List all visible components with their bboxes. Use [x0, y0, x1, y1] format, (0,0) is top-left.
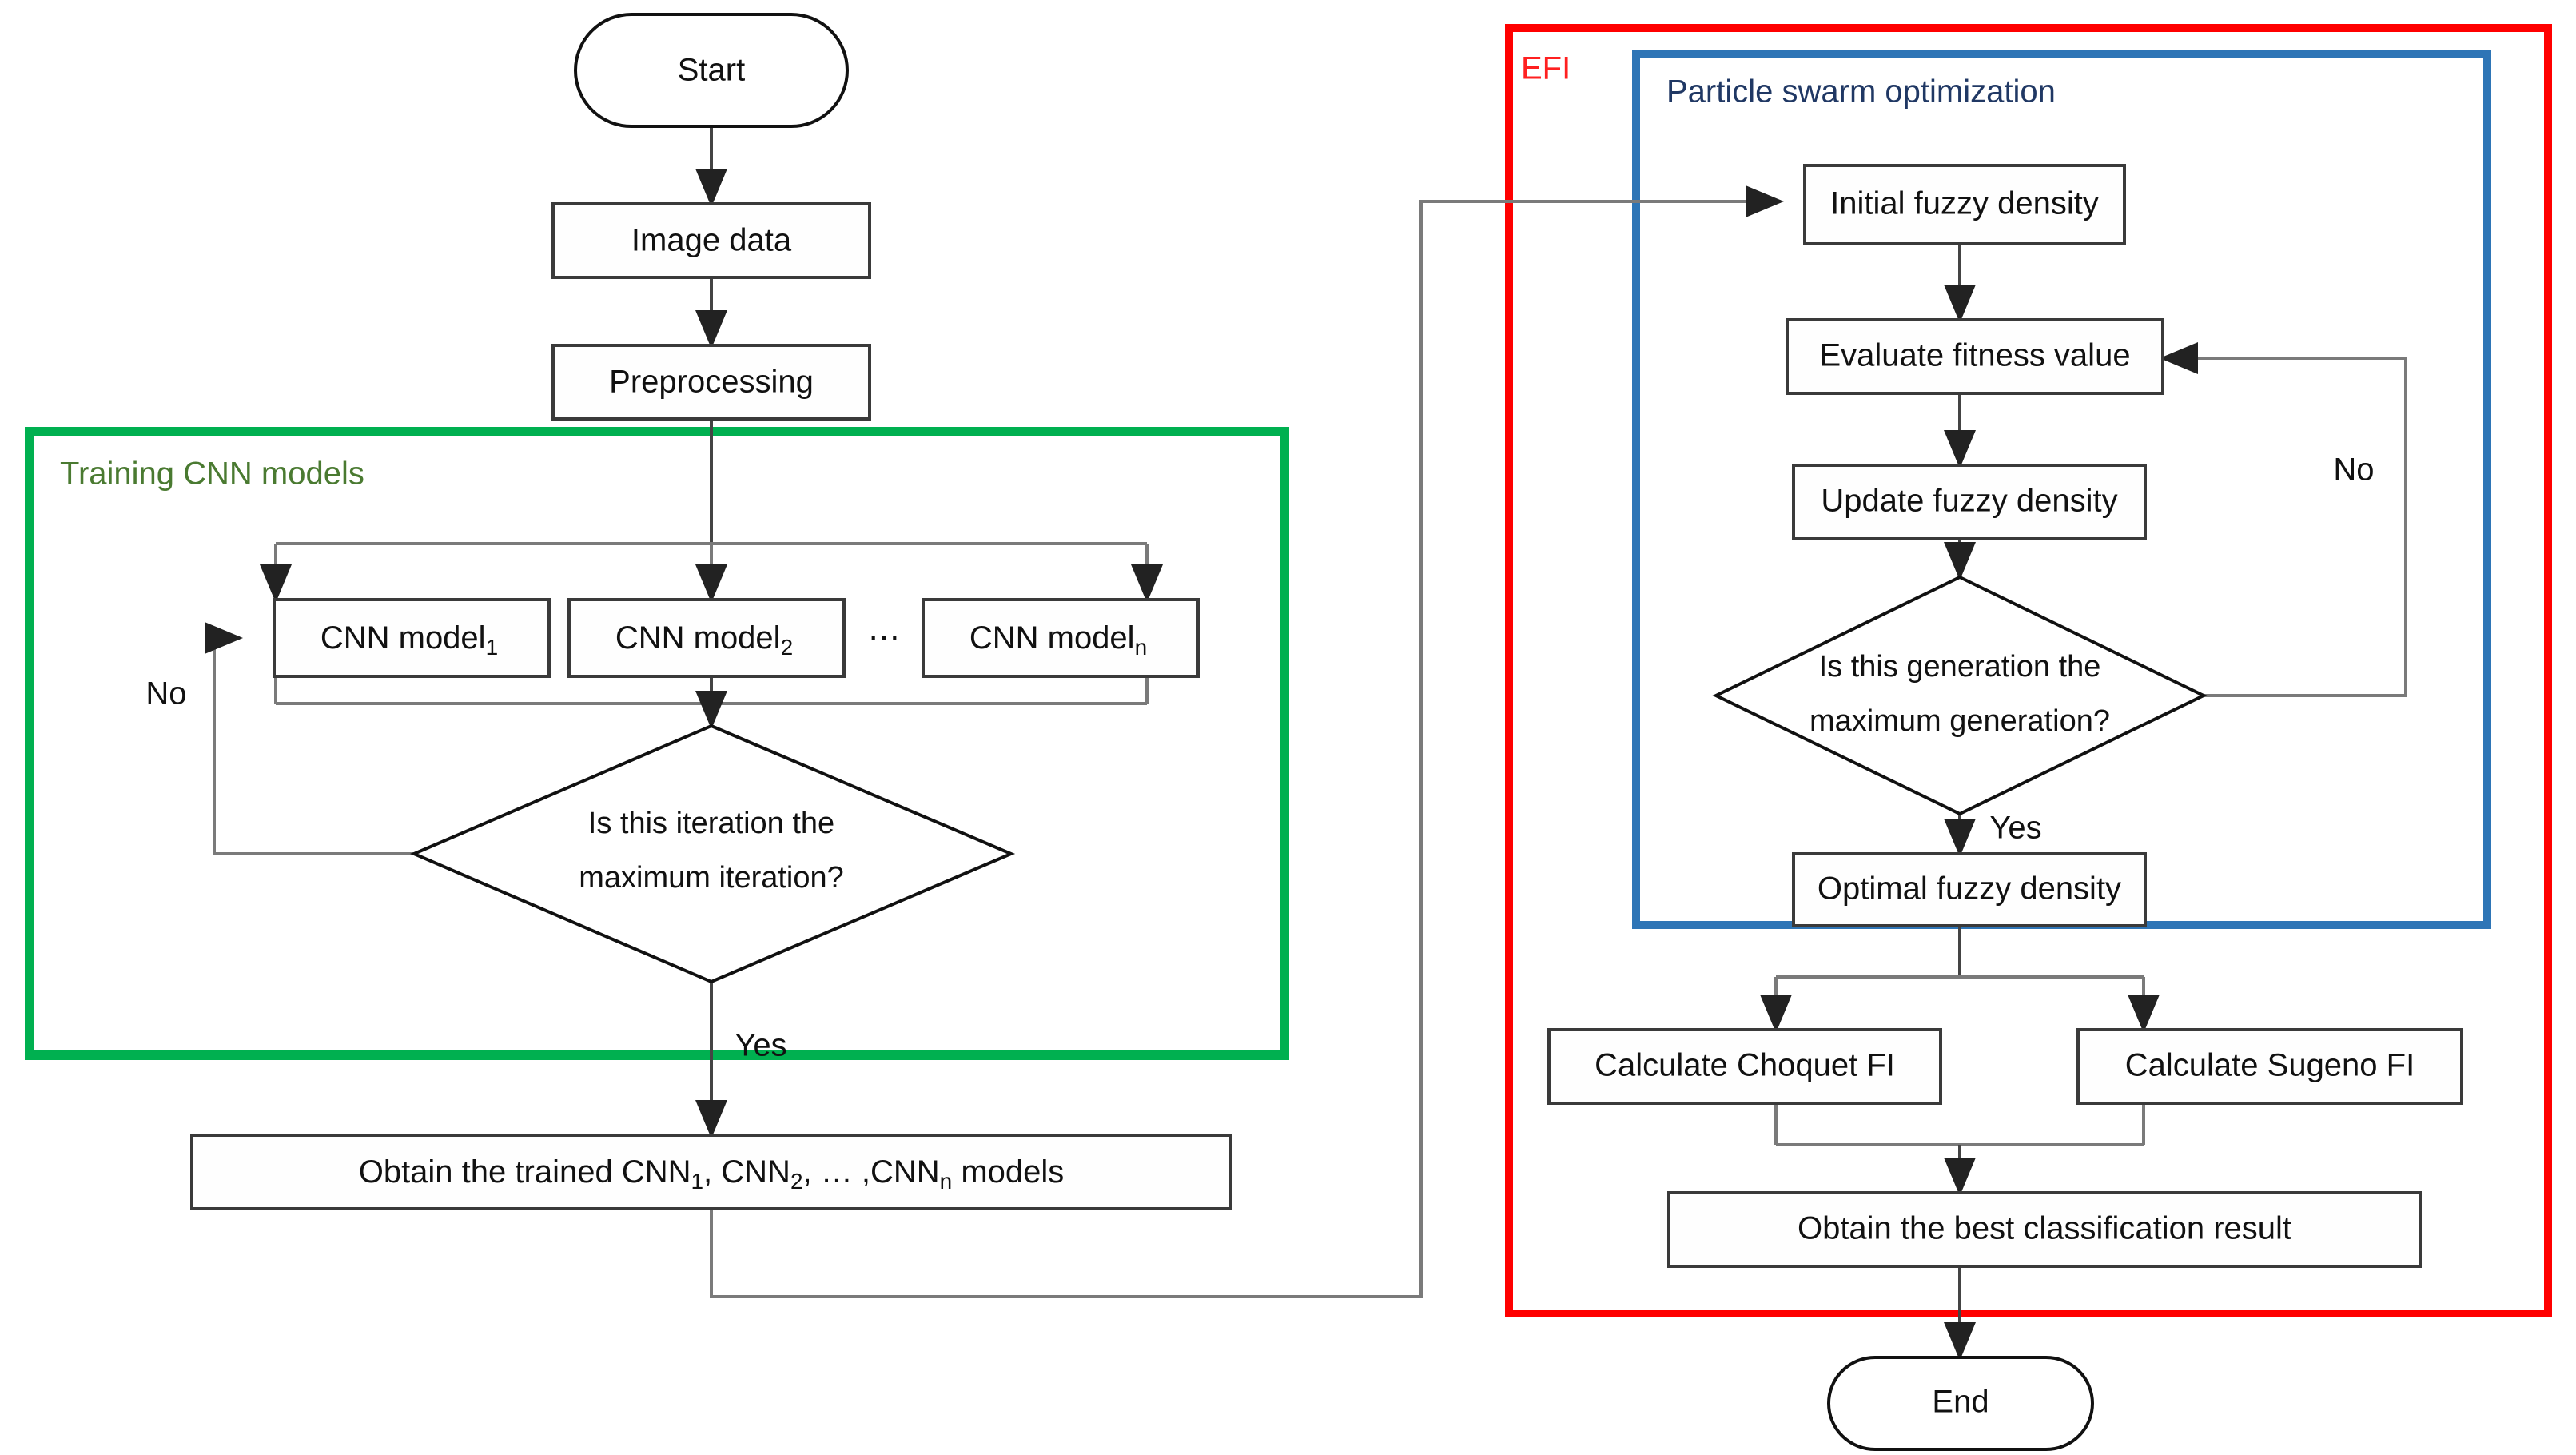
- node-iteration-decision-line2: maximum iteration?: [579, 861, 844, 895]
- svg-text:Obtain the trained CNN1, CNN2,: Obtain the trained CNN1, CNN2, … ,CNNn m…: [359, 1154, 1065, 1194]
- edge-label-training-no: No: [145, 676, 186, 712]
- node-calculate-choquet-fi[interactable]: Calculate Choquet FI: [1547, 1028, 1942, 1105]
- node-cnn-model-1-subscript: 1: [486, 635, 499, 660]
- node-cnn-model-1-label: CNN model: [321, 620, 486, 656]
- node-initial-fuzzy-density-label: Initial fuzzy density: [1830, 186, 2099, 221]
- node-optimal-fuzzy-density-label: Optimal fuzzy density: [1818, 871, 2121, 907]
- node-cnn-model-2-subscript: 2: [781, 635, 794, 660]
- node-cnn-model-n[interactable]: CNN modeln: [922, 598, 1200, 678]
- node-evaluate-fitness-value[interactable]: Evaluate fitness value: [1786, 318, 2164, 395]
- group-frame-training: [25, 427, 1289, 1060]
- node-obtain-trained-mid2: , … ,CNN: [803, 1154, 940, 1190]
- group-frame-efi: [1505, 24, 2552, 1317]
- node-start-label: Start: [678, 53, 745, 88]
- node-calculate-sugeno-fi[interactable]: Calculate Sugeno FI: [2076, 1028, 2463, 1105]
- node-preprocessing[interactable]: Preprocessing: [551, 344, 871, 421]
- node-end[interactable]: End: [1827, 1356, 2094, 1451]
- node-update-fuzzy-density-label: Update fuzzy density: [1821, 484, 2117, 519]
- node-start[interactable]: Start: [574, 13, 849, 128]
- group-label-pso: Particle swarm optimization: [1666, 74, 2056, 110]
- node-obtain-trained-models[interactable]: Obtain the trained CNN1, CNN2, … ,CNNn m…: [190, 1134, 1232, 1210]
- node-obtain-best-result-label: Obtain the best classification result: [1798, 1211, 2291, 1246]
- node-image-data[interactable]: Image data: [551, 202, 871, 279]
- node-generation-decision-line1: Is this generation the: [1819, 650, 2101, 684]
- edge-pso-no-loop: [2160, 342, 2407, 697]
- node-iteration-decision-line1: Is this iteration the: [588, 807, 834, 840]
- edge-label-pso-no: No: [2333, 452, 2374, 488]
- edge-label-training-yes: Yes: [735, 1028, 786, 1063]
- node-preprocessing-label: Preprocessing: [609, 365, 814, 400]
- node-obtain-best-result[interactable]: Obtain the best classification result: [1667, 1191, 2422, 1268]
- node-update-fuzzy-density[interactable]: Update fuzzy density: [1792, 464, 2147, 540]
- node-obtain-trained-sub2: 2: [790, 1169, 803, 1194]
- node-obtain-trained-prefix: Obtain the trained CNN: [359, 1154, 691, 1190]
- node-obtain-trained-suffix: models: [952, 1154, 1064, 1190]
- node-generation-decision[interactable]: Is this generation the maximum generatio…: [1712, 575, 2208, 816]
- group-label-training: Training CNN models: [60, 456, 364, 492]
- svg-text:CNN model2: CNN model2: [615, 620, 793, 660]
- edge-training-no-loop: [205, 622, 414, 855]
- node-obtain-trained-mid: , CNN: [703, 1154, 790, 1190]
- node-optimal-fuzzy-density[interactable]: Optimal fuzzy density: [1792, 852, 2147, 927]
- node-image-data-label: Image data: [631, 223, 792, 258]
- node-obtain-trained-subn: n: [940, 1169, 953, 1194]
- node-iteration-decision[interactable]: Is this iteration the maximum iteration?: [409, 724, 1016, 984]
- node-generation-decision-line2: maximum generation?: [1810, 704, 2110, 738]
- node-evaluate-fitness-value-label: Evaluate fitness value: [1819, 338, 2130, 373]
- node-cnn-model-n-label: CNN model: [969, 620, 1135, 656]
- node-cnn-model-2-label: CNN model: [615, 620, 781, 656]
- node-initial-fuzzy-density[interactable]: Initial fuzzy density: [1803, 164, 2126, 245]
- edge-label-pso-yes: Yes: [1989, 811, 2041, 846]
- node-calculate-choquet-fi-label: Calculate Choquet FI: [1595, 1048, 1895, 1083]
- node-cnn-model-1[interactable]: CNN model1: [273, 598, 551, 678]
- node-calculate-sugeno-fi-label: Calculate Sugeno FI: [2125, 1048, 2415, 1083]
- svg-text:CNN modeln: CNN modeln: [969, 620, 1147, 660]
- edge-obtain-to-initial-fuzzy-density: [710, 185, 1784, 1298]
- node-obtain-trained-sub1: 1: [691, 1169, 703, 1194]
- svg-text:CNN model1: CNN model1: [321, 620, 498, 660]
- node-cnn-model-2[interactable]: CNN model2: [567, 598, 846, 678]
- cnn-models-ellipsis: ⋯: [868, 620, 900, 656]
- node-cnn-model-n-subscript: n: [1135, 635, 1148, 660]
- node-end-label: End: [1932, 1385, 1989, 1420]
- group-label-efi: EFI: [1521, 51, 1571, 86]
